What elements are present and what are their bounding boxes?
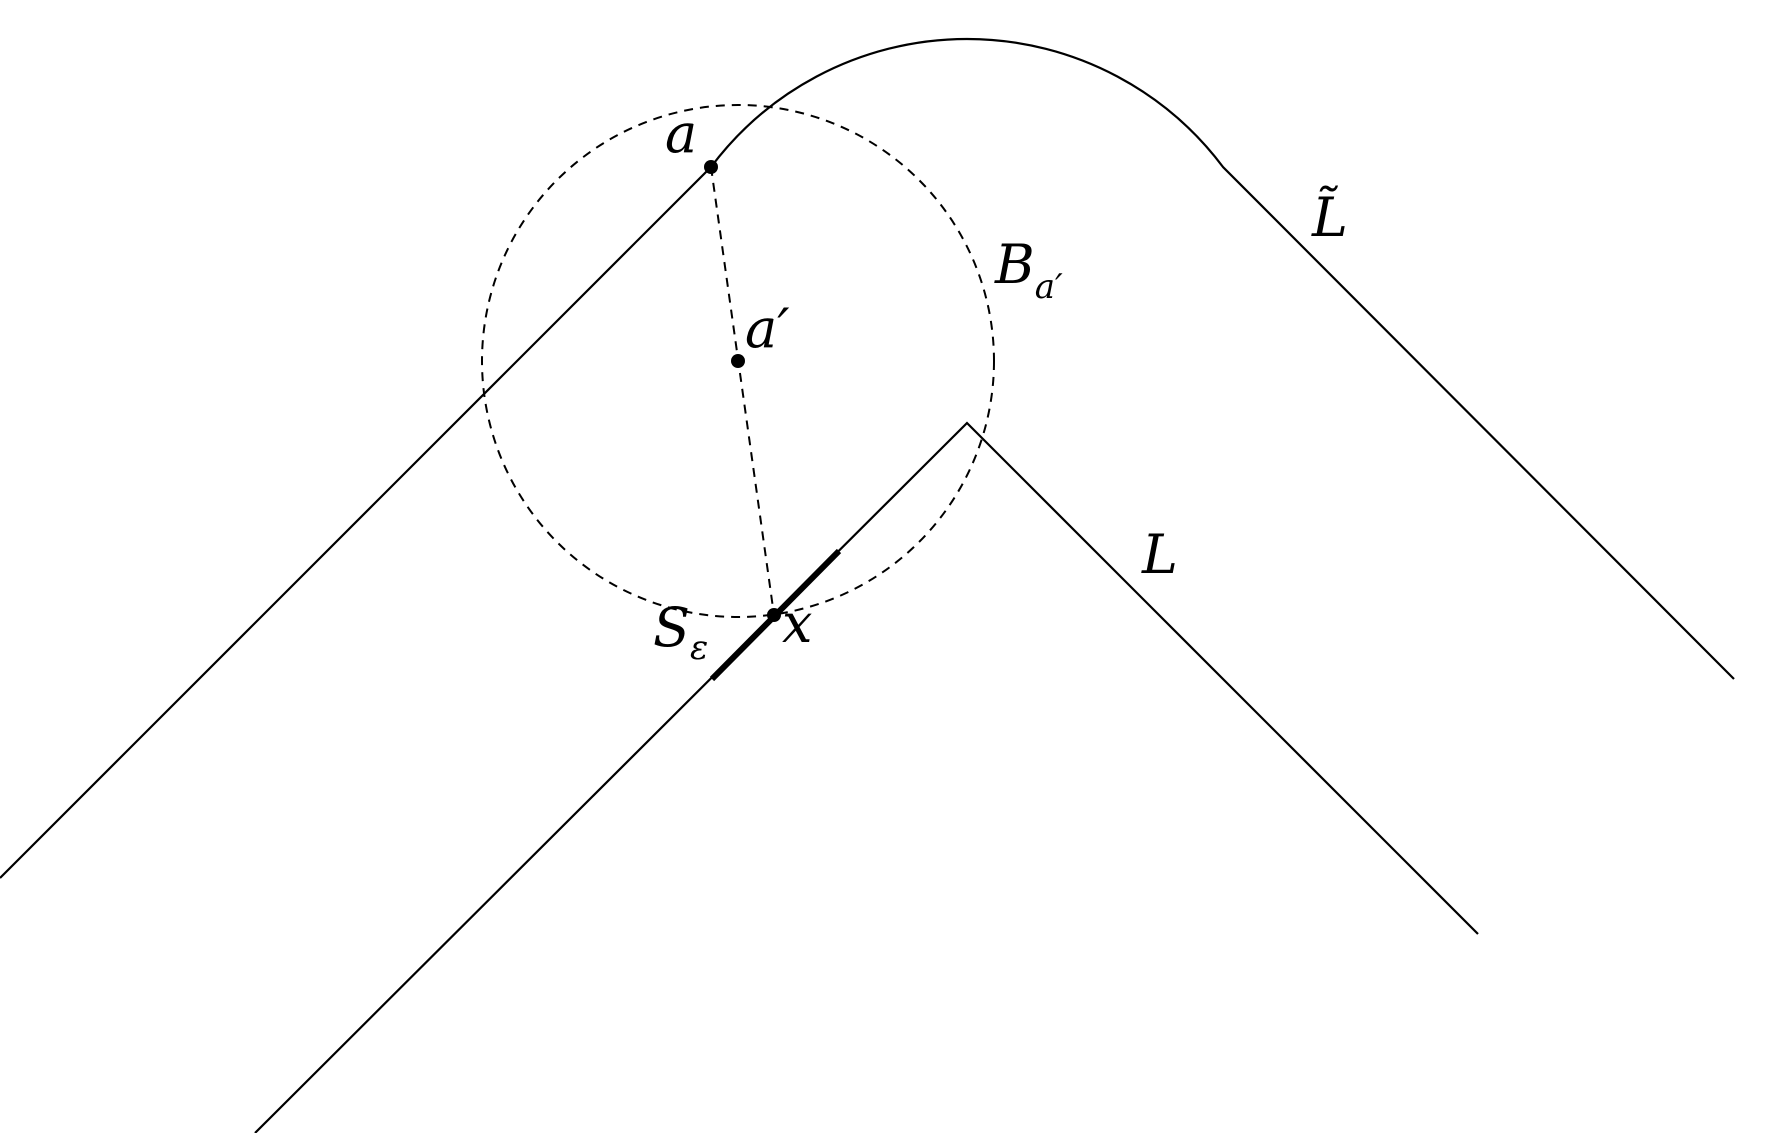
label-a: a — [665, 102, 697, 165]
label-L: L — [1141, 523, 1178, 586]
label-S-epsilon: Sε — [653, 596, 708, 668]
label-x: x — [782, 592, 812, 655]
label-ball: Ba′ — [994, 233, 1063, 307]
dashed-segment-a-to-x — [710, 166, 775, 616]
curve-L — [254, 421, 1479, 1133]
point-a-prime — [731, 354, 745, 368]
label-a-prime: a′ — [745, 297, 789, 360]
label-L-tilde: L̃ — [1311, 185, 1348, 249]
point-a — [704, 160, 718, 174]
curve-L-tilde — [0, 37, 1735, 879]
ball-B-a-prime — [481, 104, 995, 618]
point-x — [767, 608, 781, 622]
